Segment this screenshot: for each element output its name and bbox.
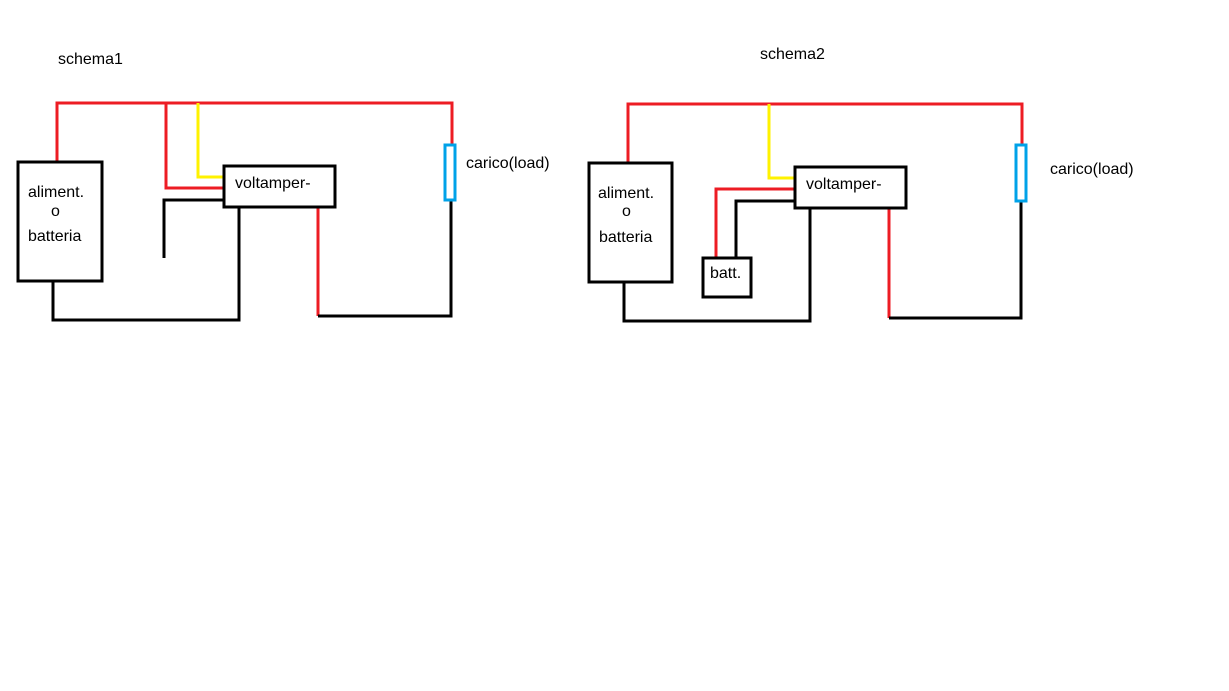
schema1-sense-wire: [196, 103, 225, 179]
schema2-negative-wires: [622, 199, 1023, 323]
schema2-battery-box: [701, 256, 753, 299]
schema1-load-resistor: [443, 143, 457, 202]
schema1-load-label: carico(load): [466, 155, 550, 172]
schema2-load-return-wire: [889, 201, 1023, 320]
schema2-meter-label: voltamper-: [806, 176, 882, 193]
schema1-title: schema1: [58, 51, 123, 68]
schema1-positive-wires: [55, 101, 454, 316]
schema2-load-resistor: [1014, 143, 1028, 203]
schema1-diagram: schema1 aliment. o batteria voltamper- c…: [16, 51, 550, 322]
schema1-top-positive-wire: [55, 101, 454, 162]
schema2-diagram: schema2 aliment. o batteria batt. voltam…: [587, 46, 1134, 323]
schema1-meter-positive-feed: [164, 103, 225, 190]
schema1-supply-label-line1: aliment.: [28, 184, 84, 201]
schema1-meter-label: voltamper-: [235, 175, 311, 192]
schema2-supply-label-line3: batteria: [599, 229, 652, 246]
schema1-power-supply-box: [16, 160, 104, 283]
schema1-load-return-wire: [318, 201, 453, 318]
schema2-battery-positive-wire: [714, 187, 796, 258]
schema2-positive-wires: [626, 102, 1024, 318]
schema2-load-label: carico(load): [1050, 161, 1134, 178]
schema2-title: schema2: [760, 46, 825, 63]
schema2-power-supply-box: [587, 161, 674, 284]
schema2-sense-wire: [767, 104, 796, 180]
schema2-battery-negative-wire: [734, 199, 796, 258]
schema2-battery-label: batt.: [710, 265, 741, 282]
schema2-ground-wire: [622, 208, 812, 323]
schema2-supply-label-line1: aliment.: [598, 185, 654, 202]
schema1-ground-wire: [51, 207, 241, 322]
schema1-voltamperemeter-box: [222, 164, 337, 209]
schema2-supply-label-line2: o: [622, 203, 631, 220]
schema2-top-positive-wire: [626, 102, 1024, 163]
schema1-supply-label-line3: batteria: [28, 228, 81, 245]
schema1-negative-wires: [51, 198, 453, 322]
schema2-voltamperemeter-box: [793, 165, 908, 210]
schema1-open-wire: [162, 198, 225, 258]
schema1-supply-label-line2: o: [51, 203, 60, 220]
